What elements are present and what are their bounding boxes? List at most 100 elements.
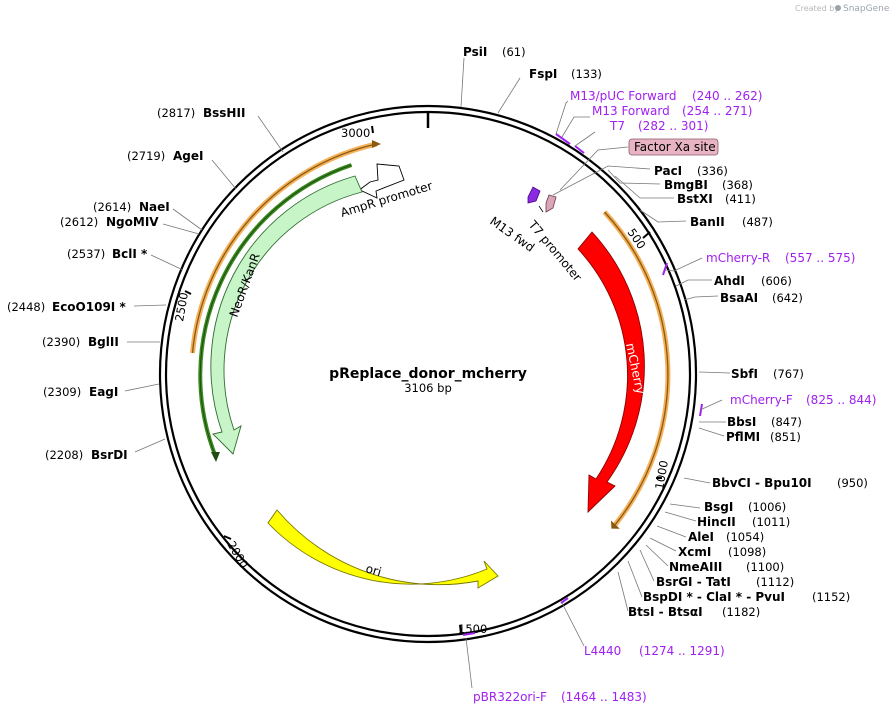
orf-arrowhead-neor-inner: [211, 452, 220, 462]
enzyme-pos: (1098): [728, 545, 766, 559]
plasmid-length: 3106 bp: [404, 381, 452, 395]
enzyme-pos: (2817): [157, 106, 195, 120]
enzyme-pos: (61): [502, 45, 526, 59]
primer-name: M13 Forward: [592, 104, 670, 118]
enzyme-name: BbsI: [727, 415, 756, 429]
enzyme-name: PsiI: [463, 45, 487, 59]
enzyme-pos: (368): [722, 178, 753, 192]
enzyme-name: BsrGI - TatI: [656, 575, 731, 589]
enzyme-pos: (1152): [812, 590, 850, 604]
tick-label-3000: 3000: [341, 126, 370, 140]
label-t7-promoter: T7 promoter: [525, 217, 584, 284]
snapgene-logo-icon: [835, 5, 841, 11]
primer-pos: (557 .. 575): [785, 251, 855, 265]
enzyme-pos: (2537): [67, 247, 105, 261]
enzyme-name: BsaAI: [720, 291, 758, 305]
enzyme-name: BsgI: [704, 500, 733, 514]
enzymes-right: PsiI (61) FspI (133) PacI (336) BmgBI (3…: [463, 45, 868, 619]
enzyme-name: EagI: [89, 385, 118, 399]
enzyme-name: PflMI: [726, 430, 760, 444]
enzyme-name: SbfI: [731, 367, 758, 381]
tick-label-1000: 1000: [652, 459, 671, 490]
enzyme-pos: (1112): [756, 575, 794, 589]
enzyme-name: BtsI - BtsαI: [628, 605, 703, 619]
backbone: [158, 104, 698, 644]
enzyme-pos: (847): [771, 415, 802, 429]
enzyme-name: BanII: [690, 215, 725, 229]
enzyme-pos: (1100): [746, 560, 784, 574]
primers: M13/pUC Forward (240 .. 262) M13 Forward…: [473, 89, 876, 704]
primer-pos: (254 .. 271): [682, 104, 752, 118]
enzyme-pos: (767): [773, 367, 804, 381]
enzyme-pos: (133): [571, 67, 602, 81]
enzyme-pos: (336): [697, 164, 728, 178]
enzyme-name: EcoO109I *: [52, 300, 126, 314]
feature-t7-promoter: [545, 194, 557, 213]
enzyme-pos: (2719): [127, 149, 165, 163]
enzyme-pos: (2309): [43, 385, 81, 399]
primer-name: mCherry-F: [730, 393, 793, 407]
factor-xa-box: [628, 138, 719, 156]
enzyme-pos: (2614): [93, 200, 131, 214]
primer-name: pBR322ori-F: [473, 690, 547, 704]
enzyme-name: BssHII: [203, 106, 245, 120]
label-factor-xa: Factor Xa site: [634, 140, 716, 154]
orf-arrowhead-mcherry: [611, 520, 620, 529]
enzyme-pos: (487): [742, 215, 773, 229]
enzyme-pos: (2208): [45, 448, 83, 462]
enzyme-pos: (642): [772, 291, 803, 305]
feature-ori: [267, 509, 499, 589]
enzyme-pos: (2448): [7, 300, 45, 314]
enzyme-pos: (950): [837, 476, 868, 490]
enzyme-name: BspDI * - ClaI * - PvuI: [643, 590, 785, 604]
feature-m13-fwd: [527, 186, 541, 204]
watermark-brand: SnapGene: [843, 4, 890, 14]
enzyme-name: XcmI: [678, 545, 711, 559]
enzyme-name: BstXI: [677, 192, 713, 206]
enzyme-name: BbvCI - Bpu10I: [712, 476, 812, 490]
watermark-created-by: Created by: [795, 4, 839, 13]
label-ori: ori: [364, 561, 383, 579]
enzyme-pos: (1054): [726, 530, 764, 544]
enzyme-name: BsrDI: [91, 448, 128, 462]
primer-marks: [462, 133, 703, 636]
enzyme-name: AleI: [688, 530, 714, 544]
factor-xa-tick: [538, 205, 544, 213]
enzyme-name: FspI: [529, 67, 557, 81]
enzyme-name: BmgBI: [664, 178, 708, 192]
enzyme-pos: (2390): [42, 335, 80, 349]
tick-label-500: 500: [625, 226, 649, 252]
label-m13-fwd: M13 fwd: [487, 214, 537, 255]
enzyme-pos: (1182): [722, 605, 760, 619]
enzyme-name: PacI: [654, 164, 682, 178]
enzyme-name: BglII: [88, 335, 119, 349]
enzyme-name: AhdI: [714, 274, 745, 288]
enzyme-name: NaeI: [139, 200, 170, 214]
enzyme-pos: (1006): [748, 500, 786, 514]
tick-label-2000: 2000: [224, 539, 251, 571]
enzyme-pos: (606): [761, 274, 792, 288]
primer-pos: (240 .. 262): [692, 89, 762, 103]
primer-name: L4440: [584, 644, 621, 658]
position-ticks: [184, 125, 662, 635]
primer-name: mCherry-R: [706, 251, 770, 265]
enzyme-pos: (411): [725, 192, 756, 206]
orf-arrowhead-neor: [372, 140, 381, 148]
enzyme-name: AgeI: [173, 149, 203, 163]
plasmid-name: pReplace_donor_mcherry: [329, 366, 527, 382]
enzymes-left: (2817) BssHII (2719) AgeI (2614) NaeI (2…: [7, 106, 245, 462]
enzyme-pos: (2612): [60, 215, 98, 229]
enzyme-pos: (851): [770, 430, 801, 444]
feature-mcherry: [577, 231, 645, 514]
feature-neor-kanr: [210, 175, 363, 455]
primer-name: M13/pUC Forward: [570, 89, 677, 103]
tick-label-2500: 2500: [172, 291, 191, 322]
primer-pos: (825 .. 844): [806, 393, 876, 407]
primer-name: T7: [609, 119, 625, 133]
enzyme-pos: (1011): [752, 515, 790, 529]
enzyme-name: HincII: [697, 515, 736, 529]
feature-ampr-promoter: [359, 163, 405, 199]
enzyme-name: NgoMIV: [106, 215, 159, 229]
leader-lines-left: [124, 115, 284, 453]
